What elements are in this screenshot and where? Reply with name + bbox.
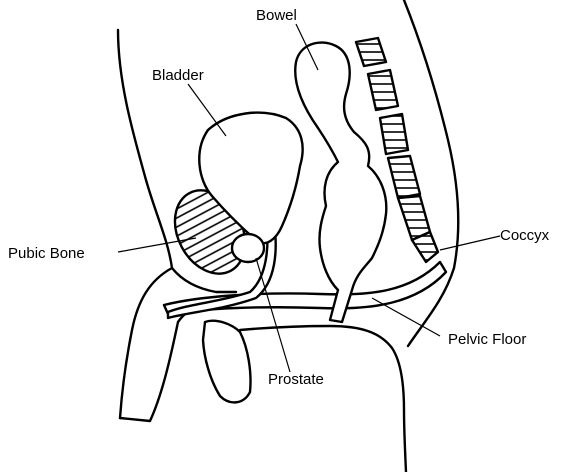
leader-prostate: [256, 258, 290, 372]
label-coccyx: Coccyx: [500, 227, 550, 244]
groin-outline: [240, 326, 406, 472]
label-bladder: Bladder: [152, 67, 204, 84]
leader-bladder: [188, 84, 226, 136]
label-pelvic-floor: Pelvic Floor: [448, 331, 526, 348]
body-outline-front: [118, 30, 172, 418]
prostate-shape: [232, 234, 264, 262]
label-prostate: Prostate: [268, 371, 324, 388]
leader-coccyx: [440, 236, 500, 250]
label-bowel: Bowel: [256, 7, 297, 24]
scrotum-outline: [203, 321, 251, 403]
label-pubic-bone: Pubic Bone: [8, 245, 85, 262]
